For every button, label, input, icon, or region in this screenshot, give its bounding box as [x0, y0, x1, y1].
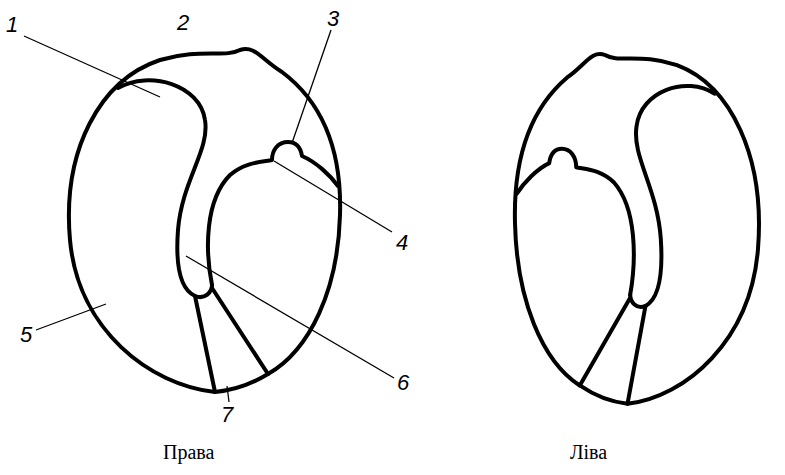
half-caption: Права [163, 442, 214, 462]
callout-number: 1 [6, 14, 18, 36]
cotyledon-border [630, 86, 715, 307]
cotyledon-border [517, 149, 634, 295]
seed-outline [69, 49, 340, 392]
callout-number: 7 [221, 404, 233, 426]
callout-number: 5 [20, 324, 32, 346]
seed-outline [515, 54, 759, 404]
leader-line [186, 256, 394, 378]
cotyledon-border [208, 142, 338, 285]
callout-number: 2 [177, 12, 189, 34]
seed-half-right [69, 49, 340, 392]
callout-number: 3 [327, 8, 339, 30]
leader-line [292, 30, 331, 143]
callout-number: 4 [396, 232, 408, 254]
radicle-line [580, 298, 630, 386]
cotyledon-border [118, 80, 212, 297]
radicle-line [628, 306, 646, 404]
callout-number: 6 [397, 372, 409, 394]
leader-line [274, 161, 392, 232]
leader-lines [24, 30, 394, 402]
leader-line [227, 386, 229, 402]
half-caption: Ліва [570, 442, 607, 462]
radicle-line [212, 288, 268, 374]
leader-line [36, 304, 106, 330]
leader-line [24, 36, 160, 97]
radicle-line [195, 296, 215, 392]
seed-half-left [515, 54, 759, 404]
